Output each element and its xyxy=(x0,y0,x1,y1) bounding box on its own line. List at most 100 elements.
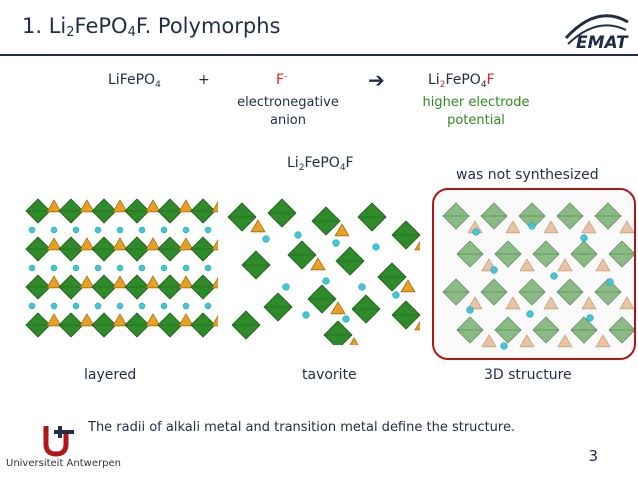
tetrahedron-shape xyxy=(519,334,535,348)
tetrahedron-shape xyxy=(46,275,62,289)
lithium-atom xyxy=(358,283,366,291)
tetrahedron-shape xyxy=(595,258,611,272)
tetrahedron-shape xyxy=(467,296,483,310)
caption-3d-structure: 3D structure xyxy=(484,367,572,383)
3d-structure-box xyxy=(432,188,638,360)
lithium-atom xyxy=(466,306,474,314)
lithium-atom xyxy=(28,302,36,310)
tetrahedron-shape xyxy=(145,275,161,289)
plus-sign: + xyxy=(198,72,210,88)
title-underline xyxy=(0,54,638,56)
tetrahedron-shape xyxy=(414,320,420,331)
tetrahedron-shape xyxy=(46,313,62,327)
tetrahedron-shape xyxy=(619,220,635,234)
tetrahedron-shape xyxy=(543,220,559,234)
tetrahedron-shape xyxy=(619,296,635,310)
lithium-atom xyxy=(586,314,594,322)
lithium-atom xyxy=(282,283,290,291)
lithium-atom xyxy=(72,302,80,310)
lithium-atom xyxy=(322,277,330,285)
tetrahedron-shape xyxy=(145,199,161,213)
lithium-atom xyxy=(204,264,212,272)
tetrahedron-shape xyxy=(400,279,416,293)
lithium-atom xyxy=(72,226,80,234)
lithium-atom xyxy=(138,264,146,272)
tetrahedron-shape xyxy=(79,237,95,251)
caption-tavorite: tavorite xyxy=(302,367,357,383)
tavorite-structure-image xyxy=(227,198,420,345)
page-number: 3 xyxy=(588,447,598,465)
lithium-atom xyxy=(294,231,302,239)
lithium-atom xyxy=(182,264,190,272)
tetrahedron-shape xyxy=(211,277,218,289)
octahedron-shape xyxy=(323,320,353,345)
tetrahedron-shape xyxy=(211,315,218,327)
lithium-atom xyxy=(550,272,558,280)
lithium-atom xyxy=(526,310,534,318)
tetrahedron-shape xyxy=(595,334,611,348)
product-li2fepo4f: Li2FePO4F xyxy=(428,72,495,90)
emat-logo-icon: EMAT xyxy=(564,14,629,52)
tetrahedron-shape xyxy=(543,296,559,310)
lithium-atom xyxy=(116,302,124,310)
tetrahedron-shape xyxy=(112,237,128,251)
tetrahedron-shape xyxy=(178,275,194,289)
slide-title: 1. Li2FePO4F. Polymorphs xyxy=(22,14,281,40)
tetrahedron-shape xyxy=(79,313,95,327)
lithium-atom xyxy=(332,239,340,247)
tetrahedron-shape xyxy=(310,257,326,271)
lithium-atom xyxy=(50,226,58,234)
lithium-atom xyxy=(160,226,168,234)
lithium-atom xyxy=(160,302,168,310)
tetrahedron-shape xyxy=(414,240,420,251)
tetrahedron-shape xyxy=(145,313,161,327)
lithium-atom xyxy=(116,264,124,272)
lithium-atom xyxy=(204,302,212,310)
svg-text:EMAT: EMAT xyxy=(576,33,629,52)
lithium-atom xyxy=(94,226,102,234)
university-antwerpen-logo-icon xyxy=(43,426,74,457)
lithium-atom xyxy=(28,264,36,272)
lithium-atom xyxy=(472,228,480,236)
tetrahedron-shape xyxy=(505,296,521,310)
lithium-atom xyxy=(262,235,270,243)
tetrahedron-shape xyxy=(334,223,350,237)
tetrahedron-shape xyxy=(178,313,194,327)
reaction-arrow-icon: ➔ xyxy=(368,68,385,92)
tetrahedron-shape xyxy=(581,296,597,310)
lithium-atom xyxy=(94,264,102,272)
3d-structure-image xyxy=(442,202,638,350)
lithium-atom xyxy=(94,302,102,310)
tetrahedron-shape xyxy=(145,237,161,251)
tetrahedron-shape xyxy=(211,239,218,251)
tetrahedron-shape xyxy=(112,313,128,327)
lithium-atom xyxy=(392,291,400,299)
tetrahedron-shape xyxy=(557,258,573,272)
tetrahedron-shape xyxy=(112,275,128,289)
lithium-atom xyxy=(302,311,310,319)
lithium-atom xyxy=(490,266,498,274)
tetrahedron-shape xyxy=(79,275,95,289)
tetrahedron-shape xyxy=(349,337,359,345)
university-name: Universiteit Antwerpen xyxy=(6,458,121,469)
lithium-atom xyxy=(160,264,168,272)
lithium-atom xyxy=(580,234,588,242)
tetrahedron-shape xyxy=(557,334,573,348)
lithium-atom xyxy=(50,302,58,310)
summary-statement: The radii of alkali metal and transition… xyxy=(88,420,516,435)
tetrahedron-shape xyxy=(505,220,521,234)
lithium-atom xyxy=(116,226,124,234)
tetrahedron-shape xyxy=(519,258,535,272)
tetrahedron-shape xyxy=(178,237,194,251)
tetrahedron-shape xyxy=(79,199,95,213)
lithium-atom xyxy=(138,302,146,310)
not-synthesized-label: was not synthesized xyxy=(456,167,599,183)
lithium-atom xyxy=(372,243,380,251)
structures-heading: Li2FePO4F xyxy=(287,155,354,173)
lithium-atom xyxy=(28,226,36,234)
tetrahedron-shape xyxy=(46,199,62,213)
lithium-atom xyxy=(204,226,212,234)
lithium-atom xyxy=(138,226,146,234)
lithium-atom xyxy=(606,278,614,286)
caption-layered: layered xyxy=(84,367,137,383)
